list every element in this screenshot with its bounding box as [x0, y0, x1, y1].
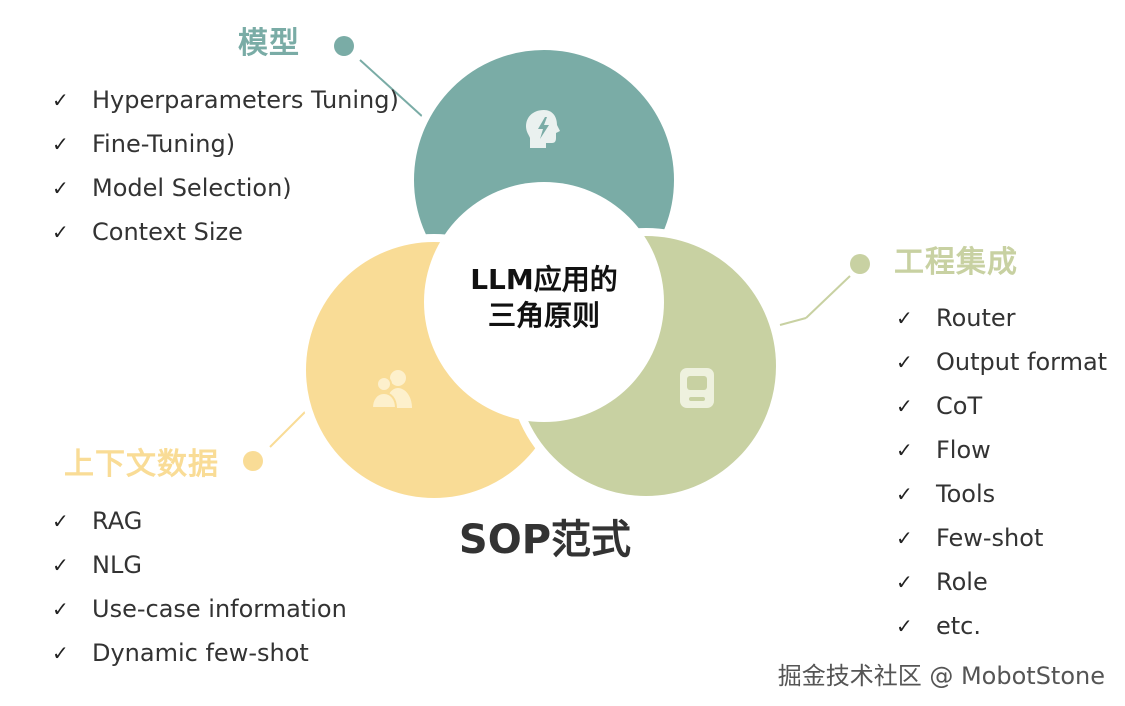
- check-icon: ✓: [896, 306, 913, 330]
- engineering-item-list: ✓ Router ✓ Output format ✓ CoT ✓ Flow ✓ Tools…: [896, 296, 1107, 648]
- list-item: ✓ Role: [896, 560, 1107, 604]
- context-connector-line: [269, 409, 308, 448]
- center-label-line1: LLM应用的: [470, 263, 618, 296]
- watermark: 掘金技术社区 @ MobotStone: [777, 662, 1105, 690]
- model-item-list: ✓ Hyperparameters Tuning) ✓ Fine-Tuning) ✓…: [52, 78, 399, 254]
- check-icon: ✓: [896, 482, 913, 506]
- check-icon: ✓: [52, 132, 69, 156]
- engineering-connector-dot: [850, 254, 870, 274]
- list-item: ✓ Output format: [896, 340, 1107, 384]
- center-label: LLM应用的 三角原则: [434, 262, 654, 334]
- list-item: ✓ Dynamic few-shot: [52, 631, 347, 675]
- check-icon: ✓: [52, 641, 69, 665]
- check-icon: ✓: [52, 88, 69, 112]
- engineering-connector-line: [805, 275, 851, 319]
- users-icon: [370, 370, 412, 409]
- engineering-item-label: Router: [936, 304, 1016, 332]
- center-label-line2: 三角原则: [487, 299, 600, 332]
- list-item: ✓ Hyperparameters Tuning): [52, 78, 399, 122]
- check-icon: ✓: [52, 220, 69, 244]
- device-icon: [680, 368, 714, 408]
- engineering-item-label: Few-shot: [936, 524, 1044, 552]
- check-icon: ✓: [52, 597, 69, 621]
- model-connector-dot: [334, 36, 354, 56]
- sop-label: SOP范式: [458, 517, 632, 563]
- engineering-item-label: Tools: [936, 480, 996, 508]
- list-item: ✓ etc.: [896, 604, 1107, 648]
- context-item-label: Dynamic few-shot: [92, 639, 309, 667]
- check-icon: ✓: [896, 350, 913, 374]
- model-item-label: Hyperparameters Tuning): [92, 86, 399, 114]
- check-icon: ✓: [52, 509, 69, 533]
- engineering-item-label: CoT: [936, 392, 983, 420]
- list-item: ✓ Use-case information: [52, 587, 347, 631]
- list-item: ✓ Router: [896, 296, 1107, 340]
- model-item-label: Model Selection): [92, 174, 292, 202]
- engineering-item-label: Role: [936, 568, 988, 596]
- context-item-label: Use-case information: [92, 595, 347, 623]
- list-item: ✓ Fine-Tuning): [52, 122, 399, 166]
- list-item: ✓ RAG: [52, 499, 347, 543]
- model-connector-line: [359, 59, 425, 119]
- model-item-label: Context Size: [92, 218, 243, 246]
- engineering-connector-tail: [779, 317, 807, 326]
- check-icon: ✓: [52, 553, 69, 577]
- context-connector-dot: [243, 451, 263, 471]
- list-item: ✓ NLG: [52, 543, 347, 587]
- check-icon: ✓: [52, 176, 69, 200]
- list-item: ✓ Flow: [896, 428, 1107, 472]
- list-item: ✓ CoT: [896, 384, 1107, 428]
- center-circle: [424, 182, 664, 422]
- list-item: ✓ Model Selection): [52, 166, 399, 210]
- brain-lightning-icon: [526, 110, 560, 148]
- engineering-item-label: Flow: [936, 436, 991, 464]
- check-icon: ✓: [896, 614, 913, 638]
- list-item: ✓ Few-shot: [896, 516, 1107, 560]
- engineering-item-label: etc.: [936, 612, 981, 640]
- context-section-title: 上下文数据: [64, 447, 219, 482]
- check-icon: ✓: [896, 526, 913, 550]
- model-item-label: Fine-Tuning): [92, 130, 236, 158]
- context-item-label: NLG: [92, 551, 142, 579]
- list-item: ✓ Context Size: [52, 210, 399, 254]
- check-icon: ✓: [896, 570, 913, 594]
- context-item-list: ✓ RAG ✓ NLG ✓ Use-case information ✓ Dynamic…: [52, 499, 347, 675]
- check-icon: ✓: [896, 394, 913, 418]
- engineering-section-title: 工程集成: [894, 245, 1018, 280]
- context-item-label: RAG: [92, 507, 143, 535]
- engineering-item-label: Output format: [936, 348, 1108, 376]
- list-item: ✓ Tools: [896, 472, 1107, 516]
- model-section-title: 模型: [238, 26, 300, 61]
- check-icon: ✓: [896, 438, 913, 462]
